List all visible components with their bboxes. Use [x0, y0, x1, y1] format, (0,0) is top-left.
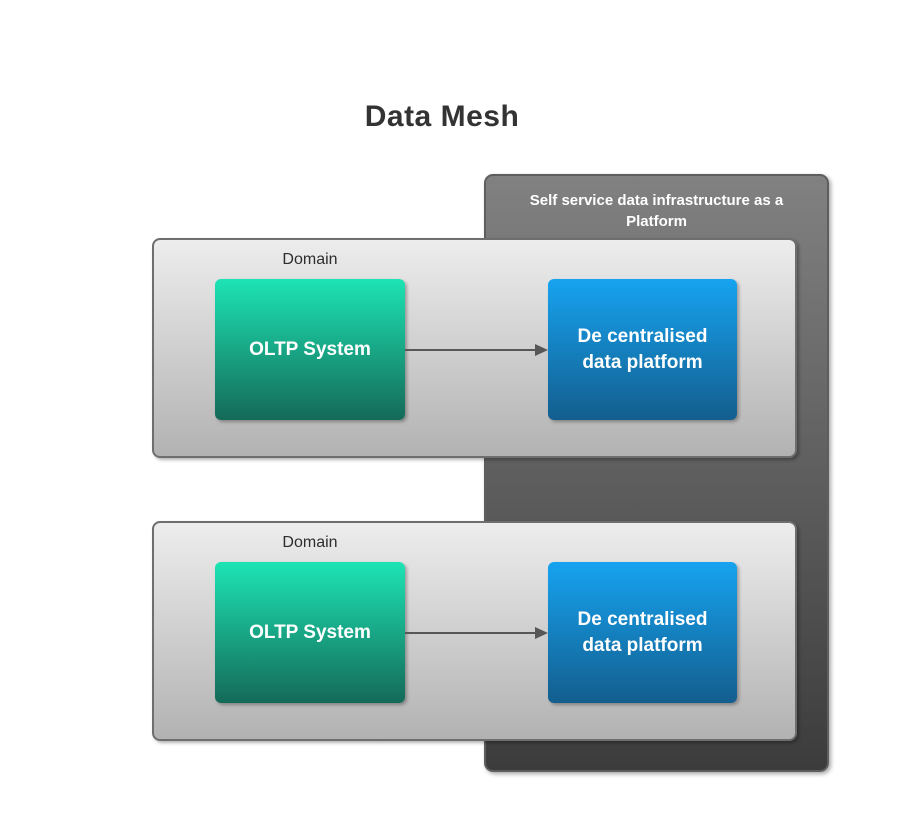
- diagram-title: Data Mesh: [364, 100, 520, 133]
- decentralised-data-platform-label: De centralised data platform: [577, 608, 708, 656]
- connector-arrow-line: [405, 349, 536, 351]
- domain-label: Domain: [282, 534, 338, 551]
- decentralised-data-platform-label: De centralised data platform: [577, 325, 708, 373]
- domain-container-2: Domain OLTP System De centralised data p…: [152, 521, 797, 741]
- connector-arrow-line: [405, 632, 536, 634]
- connector-arrow-head-icon: [535, 627, 548, 639]
- oltp-system-label: OLTP System: [249, 338, 371, 360]
- decentralised-data-platform-node: De centralised data platform: [548, 279, 737, 420]
- decentralised-data-platform-node: De centralised data platform: [548, 562, 737, 703]
- oltp-system-node: OLTP System: [215, 279, 405, 420]
- connector-arrow-head-icon: [535, 344, 548, 356]
- oltp-system-label: OLTP System: [249, 621, 371, 643]
- domain-container-1: Domain OLTP System De centralised data p…: [152, 238, 797, 458]
- infrastructure-panel-title: Self service data infrastructure as a Pl…: [529, 192, 784, 230]
- oltp-system-node: OLTP System: [215, 562, 405, 703]
- domain-label: Domain: [282, 251, 338, 268]
